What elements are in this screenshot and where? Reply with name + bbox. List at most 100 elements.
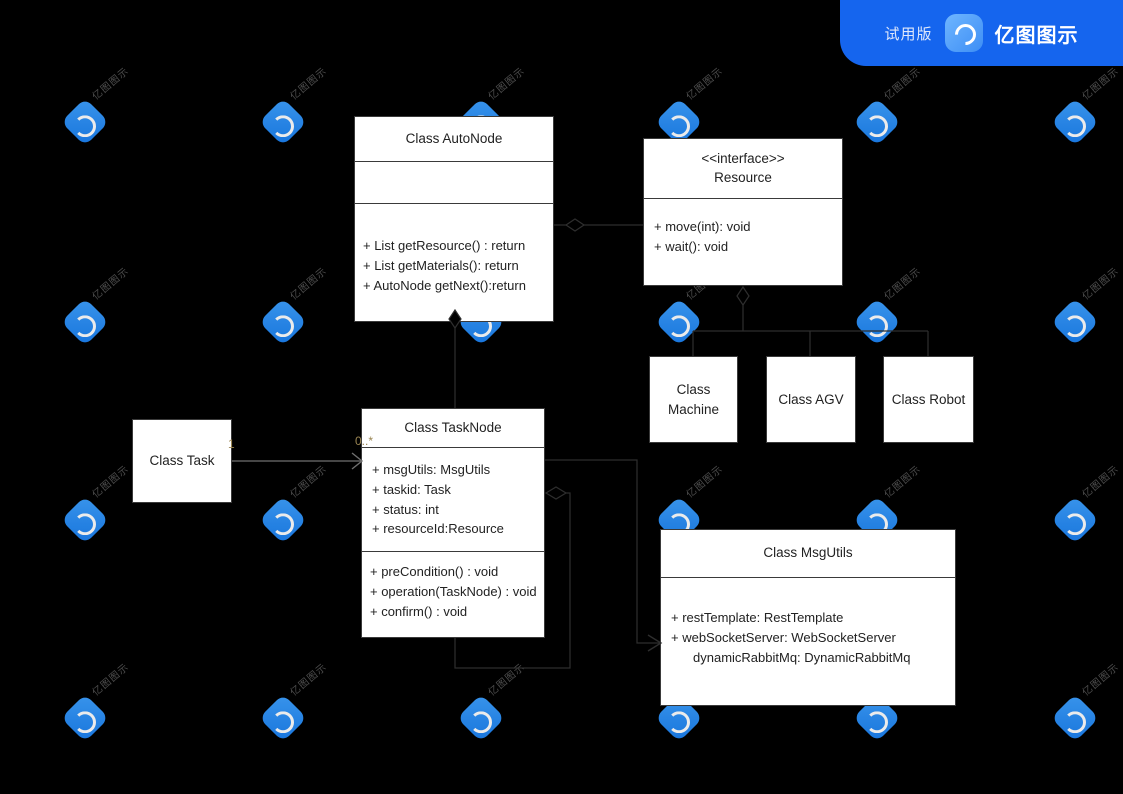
edraw-watermark-icon bbox=[258, 297, 308, 347]
class-tasknode-attributes: + msgUtils: MsgUtils + taskid: Task + st… bbox=[362, 447, 544, 551]
class-robot-title: Class Robot bbox=[891, 391, 966, 407]
class-resource-name: Resource bbox=[714, 169, 772, 185]
trial-badge[interactable]: 试用版 亿图图示 bbox=[840, 0, 1123, 66]
class-tasknode-title: Class TaskNode bbox=[404, 419, 502, 435]
class-agv-title: Class AGV bbox=[778, 391, 844, 407]
edraw-watermark-icon bbox=[654, 297, 704, 347]
class-resource-methods: + move(int): void + wait(): void bbox=[644, 198, 842, 286]
watermark-tile: 亿图图示 bbox=[258, 266, 332, 351]
edraw-watermark-icon bbox=[60, 495, 110, 545]
class-tasknode-methods: + preCondition() : void + operation(Task… bbox=[362, 551, 544, 639]
class-box-tasknode[interactable]: Class TaskNode + msgUtils: MsgUtils + ta… bbox=[361, 408, 545, 638]
edraw-watermark-icon bbox=[1050, 693, 1100, 743]
edraw-watermark-icon bbox=[852, 297, 902, 347]
watermark-tile: 亿图图示 bbox=[60, 464, 134, 549]
watermark-text: 亿图图示 bbox=[90, 463, 132, 501]
connector-autonode-tasknode bbox=[448, 308, 462, 408]
edraw-watermark-icon bbox=[60, 693, 110, 743]
watermark-text: 亿图图示 bbox=[90, 661, 132, 699]
class-tasknode-method: + operation(TaskNode) : void bbox=[370, 583, 537, 599]
product-name-label: 亿图图示 bbox=[994, 22, 1079, 47]
class-box-agv[interactable]: Class AGV bbox=[766, 356, 856, 443]
class-msgutils-attribute: + webSocketServer: WebSocketServer bbox=[671, 629, 896, 645]
watermark-tile: 亿图图示 bbox=[852, 66, 926, 151]
watermark-tile: 亿图图示 bbox=[1050, 66, 1123, 151]
watermark-tile: 亿图图示 bbox=[258, 662, 332, 747]
watermark-text: 亿图图示 bbox=[288, 65, 330, 103]
class-box-msgutils[interactable]: Class MsgUtils + restTemplate: RestTempl… bbox=[660, 529, 956, 706]
class-task-title: Class Task bbox=[149, 453, 215, 469]
class-autonode-method: + List getResource() : return bbox=[363, 238, 526, 253]
watermark-tile: 亿图图示 bbox=[60, 66, 134, 151]
watermark-text: 亿图图示 bbox=[288, 463, 330, 501]
class-box-machine[interactable]: Class Machine bbox=[649, 356, 738, 443]
watermark-tile: 亿图图示 bbox=[258, 464, 332, 549]
connector-autonode-resource bbox=[554, 218, 643, 232]
watermark-tile: 亿图图示 bbox=[60, 266, 134, 351]
edraw-watermark-icon bbox=[1050, 495, 1100, 545]
watermark-text: 亿图图示 bbox=[882, 265, 924, 303]
watermark-text: 亿图图示 bbox=[882, 463, 924, 501]
connector-tasknode-msgutils bbox=[545, 459, 663, 652]
class-autonode-method: + List getMaterials(): return bbox=[363, 257, 519, 273]
class-msgutils-attributes: + restTemplate: RestTemplate + webSocket… bbox=[661, 577, 955, 706]
class-tasknode-attribute: + resourceId:Resource bbox=[372, 521, 504, 537]
class-tasknode-attribute: + taskid: Task bbox=[372, 481, 451, 497]
edraw-watermark-icon bbox=[1050, 97, 1100, 147]
edraw-watermark-icon bbox=[1050, 297, 1100, 347]
edraw-watermark-icon bbox=[258, 693, 308, 743]
watermark-text: 亿图图示 bbox=[486, 65, 528, 103]
watermark-text: 亿图图示 bbox=[90, 65, 132, 103]
multiplicity-source-label: 1 bbox=[228, 437, 235, 451]
trial-label: 试用版 bbox=[884, 24, 933, 43]
edraw-watermark-icon bbox=[258, 97, 308, 147]
class-resource-method: + move(int): void bbox=[654, 219, 751, 234]
edraw-logo-icon bbox=[944, 14, 983, 52]
class-box-task[interactable]: Class Task bbox=[132, 419, 232, 503]
watermark-tile: 亿图图示 bbox=[60, 662, 134, 747]
watermark-text: 亿图图示 bbox=[288, 265, 330, 303]
watermark-text: 亿图图示 bbox=[684, 463, 726, 501]
watermark-text: 亿图图示 bbox=[1080, 65, 1122, 103]
class-resource-method: + wait(): void bbox=[654, 238, 729, 254]
class-resource-title: <<interface>> Resource bbox=[644, 139, 842, 198]
class-tasknode-method: + preCondition() : void bbox=[370, 564, 499, 579]
class-tasknode-attribute: + status: int bbox=[372, 501, 439, 517]
class-box-robot[interactable]: Class Robot bbox=[883, 356, 974, 443]
watermark-text: 亿图图示 bbox=[1080, 661, 1122, 699]
watermark-tile: 亿图图示 bbox=[1050, 266, 1123, 351]
edraw-watermark-icon bbox=[60, 97, 110, 147]
connector-task-tasknode bbox=[232, 452, 364, 470]
watermark-text: 亿图图示 bbox=[288, 661, 330, 699]
watermark-text: 亿图图示 bbox=[486, 661, 528, 699]
class-autonode-attributes bbox=[355, 161, 553, 203]
class-tasknode-attribute: + msgUtils: MsgUtils bbox=[372, 462, 491, 477]
class-autonode-methods: + List getResource() : return + List get… bbox=[355, 203, 553, 322]
watermark-tile: 亿图图示 bbox=[654, 266, 728, 351]
class-msgutils-attribute: + restTemplate: RestTemplate bbox=[671, 610, 844, 625]
class-machine-title: Class Machine bbox=[667, 381, 720, 417]
watermark-tile: 亿图图示 bbox=[456, 662, 530, 747]
watermark-text: 亿图图示 bbox=[882, 65, 924, 103]
watermark-text: 亿图图示 bbox=[1080, 463, 1122, 501]
edraw-watermark-icon bbox=[60, 297, 110, 347]
class-tasknode-method: + confirm() : void bbox=[370, 603, 468, 619]
multiplicity-target-label: 0..* bbox=[355, 434, 374, 448]
edraw-watermark-icon bbox=[852, 97, 902, 147]
class-box-resource[interactable]: <<interface>> Resource + move(int): void… bbox=[643, 138, 843, 286]
watermark-text: 亿图图示 bbox=[1080, 265, 1122, 303]
watermark-tile: 亿图图示 bbox=[1050, 464, 1123, 549]
class-msgutils-title: Class MsgUtils bbox=[763, 545, 853, 561]
class-box-autonode[interactable]: Class AutoNode + List getResource() : re… bbox=[354, 116, 554, 322]
watermark-tile: 亿图图示 bbox=[1050, 662, 1123, 747]
class-msgutils-attribute: dynamicRabbitMq: DynamicRabbitMq bbox=[693, 649, 911, 665]
edraw-watermark-icon bbox=[456, 693, 506, 743]
watermark-tile: 亿图图示 bbox=[852, 266, 926, 351]
class-resource-stereotype: <<interface>> bbox=[701, 151, 785, 167]
edraw-watermark-icon bbox=[258, 495, 308, 545]
class-autonode-method: + AutoNode getNext():return bbox=[363, 277, 526, 293]
watermark-tile: 亿图图示 bbox=[258, 66, 332, 151]
connector-resource-subclasses bbox=[692, 285, 929, 356]
watermark-text: 亿图图示 bbox=[90, 265, 132, 303]
